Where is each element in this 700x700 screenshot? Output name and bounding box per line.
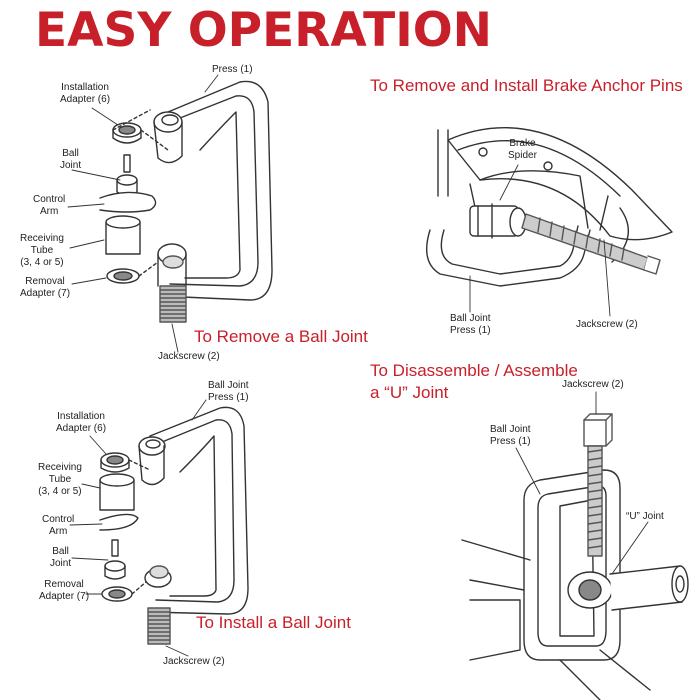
label-ball-joint-install: Ball Joint [50, 546, 72, 569]
label-u-joint: “U” Joint [626, 511, 664, 522]
heading-u-joint-line1: To Disassemble / Assemble [370, 361, 578, 380]
label-brake-spider: Brake Spider [508, 138, 537, 161]
label-jackscrew-u-joint: Jackscrew (2) [562, 379, 624, 390]
label-removal-adapter-remove: Removal Adapter (7) [20, 276, 71, 299]
parts-stack-install [99, 452, 151, 602]
leaders-brake [469, 164, 611, 317]
label-ball-joint-press-install: Ball Joint Press (1) [208, 380, 249, 403]
jackscrew-install [147, 565, 171, 645]
heading-u-joint-line2: a “U” Joint [370, 383, 449, 402]
label-jackscrew-install: Jackscrew (2) [163, 656, 225, 667]
heading-install-ball-joint: To Install a Ball Joint [196, 613, 351, 632]
label-installation-adapter-remove: Installation Adapter (6) [60, 82, 111, 105]
press-frame-remove [153, 80, 273, 301]
u-joint-assembly [461, 539, 689, 700]
brake-press [426, 203, 591, 287]
label-ball-joint-press-u-joint: Ball Joint Press (1) [490, 424, 531, 447]
label-ball-joint-press-brake: Ball Joint Press (1) [450, 313, 491, 336]
u-joint-press [523, 469, 621, 661]
leaders-u-joint [515, 391, 649, 575]
press-frame-install [138, 406, 249, 615]
parts-stack-remove [99, 109, 169, 284]
label-press-remove: Press (1) [212, 64, 253, 75]
label-control-arm-remove: Control Arm [33, 194, 66, 217]
u-joint-jackscrew [583, 413, 613, 557]
label-control-arm-install: Control Arm [42, 514, 75, 537]
page-title: EASY OPERATION [35, 3, 492, 58]
label-installation-adapter-install: Installation Adapter (6) [56, 411, 107, 434]
label-receiving-tube-remove: Receiving Tube (3, 4 or 5) [20, 233, 64, 268]
label-jackscrew-remove: Jackscrew (2) [158, 351, 220, 362]
label-jackscrew-brake: Jackscrew (2) [576, 319, 638, 330]
leaders-remove [67, 74, 219, 353]
brake-jackscrew [521, 213, 661, 275]
label-removal-adapter-install: Removal Adapter (7) [39, 579, 90, 602]
jackscrew-remove [159, 255, 187, 323]
label-ball-joint-remove: Ball Joint [60, 148, 82, 171]
heading-brake-anchor-pins: To Remove and Install Brake Anchor Pins [370, 76, 683, 95]
leaders-install [69, 399, 207, 657]
heading-remove-ball-joint: To Remove a Ball Joint [194, 327, 368, 346]
label-receiving-tube-install: Receiving Tube (3, 4 or 5) [38, 462, 82, 497]
